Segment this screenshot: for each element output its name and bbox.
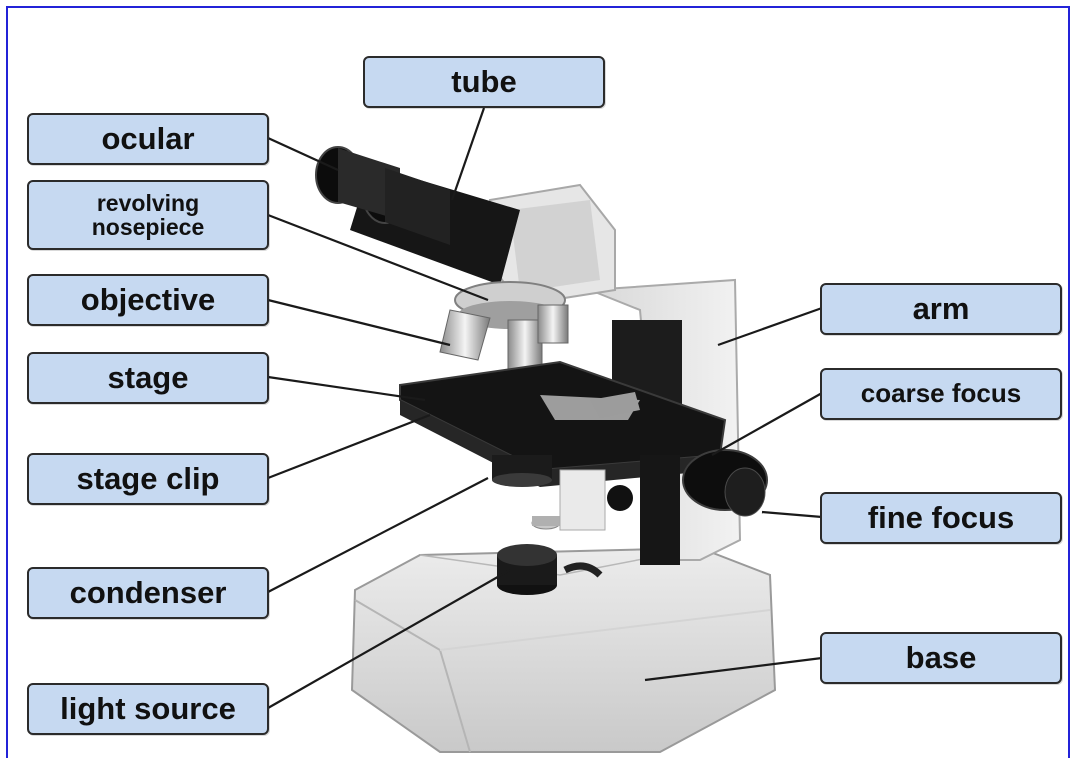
label-revolving-text: revolving [97,191,199,215]
label-arm-text: arm [913,293,970,326]
label-fine-focus: fine focus [820,492,1062,544]
base-part [352,548,775,752]
label-fine-focus-text: fine focus [868,502,1014,535]
label-ocular: ocular [27,113,269,165]
label-objective-text: objective [81,284,215,317]
leader-stage-clip [268,415,430,478]
label-base: base [820,632,1062,684]
label-condenser: condenser [27,567,269,619]
label-light-source: light source [27,683,269,735]
label-objective: objective [27,274,269,326]
leader-fine-focus [762,512,822,517]
label-coarse-focus-text: coarse focus [861,380,1021,407]
label-stage-text: stage [108,362,189,395]
leader-tube [452,108,484,200]
tube-ocular-part [316,147,520,285]
label-condenser-text: condenser [70,577,227,610]
label-revolving-nosepiece: revolving nosepiece [27,180,269,250]
condenser-part [492,455,552,487]
label-light-source-text: light source [60,693,236,726]
leader-objective [268,300,450,345]
label-stage: stage [27,352,269,404]
label-ocular-text: ocular [101,123,194,156]
label-base-text: base [906,642,977,675]
label-tube: tube [363,56,605,108]
label-arm: arm [820,283,1062,335]
label-tube-text: tube [451,66,516,99]
label-coarse-focus: coarse focus [820,368,1062,420]
label-stage-clip-text: stage clip [77,463,220,496]
label-stage-clip: stage clip [27,453,269,505]
label-nosepiece-text: nosepiece [92,215,205,239]
